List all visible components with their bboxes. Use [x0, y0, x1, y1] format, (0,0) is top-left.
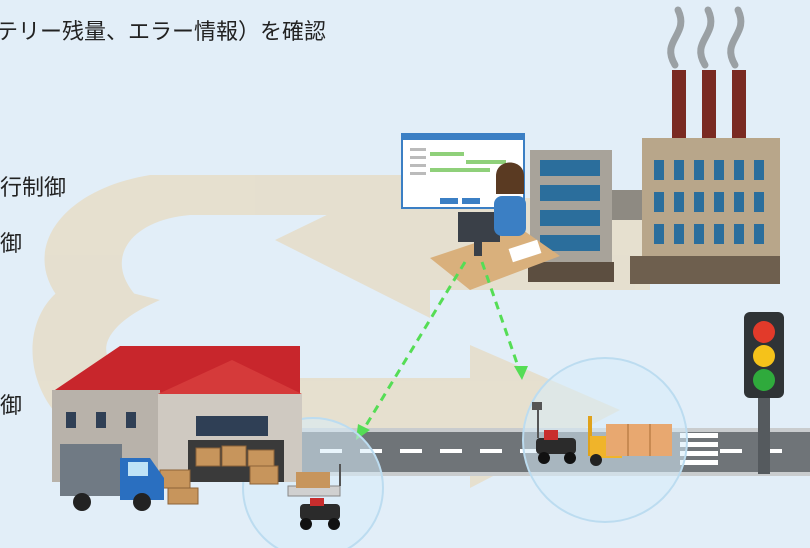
- factory-icon: [528, 6, 780, 284]
- operator-at-desk-icon: [401, 133, 560, 290]
- caption-text: テリー残量、エラー情報）を確認: [0, 20, 327, 45]
- agv-cart-icon: [287, 464, 341, 530]
- caption-text: 制御: [0, 232, 23, 257]
- traffic-light-icon: [744, 312, 784, 474]
- forklift-agv-icon: [588, 416, 672, 466]
- caption-text: 走行制御: [0, 176, 67, 201]
- agv-cart-icon: [532, 402, 576, 464]
- caption-text: 制御: [0, 394, 23, 419]
- cardboard-box-icon: [606, 424, 672, 456]
- truck-icon: [60, 444, 164, 511]
- warehouse-icon: [52, 346, 302, 505]
